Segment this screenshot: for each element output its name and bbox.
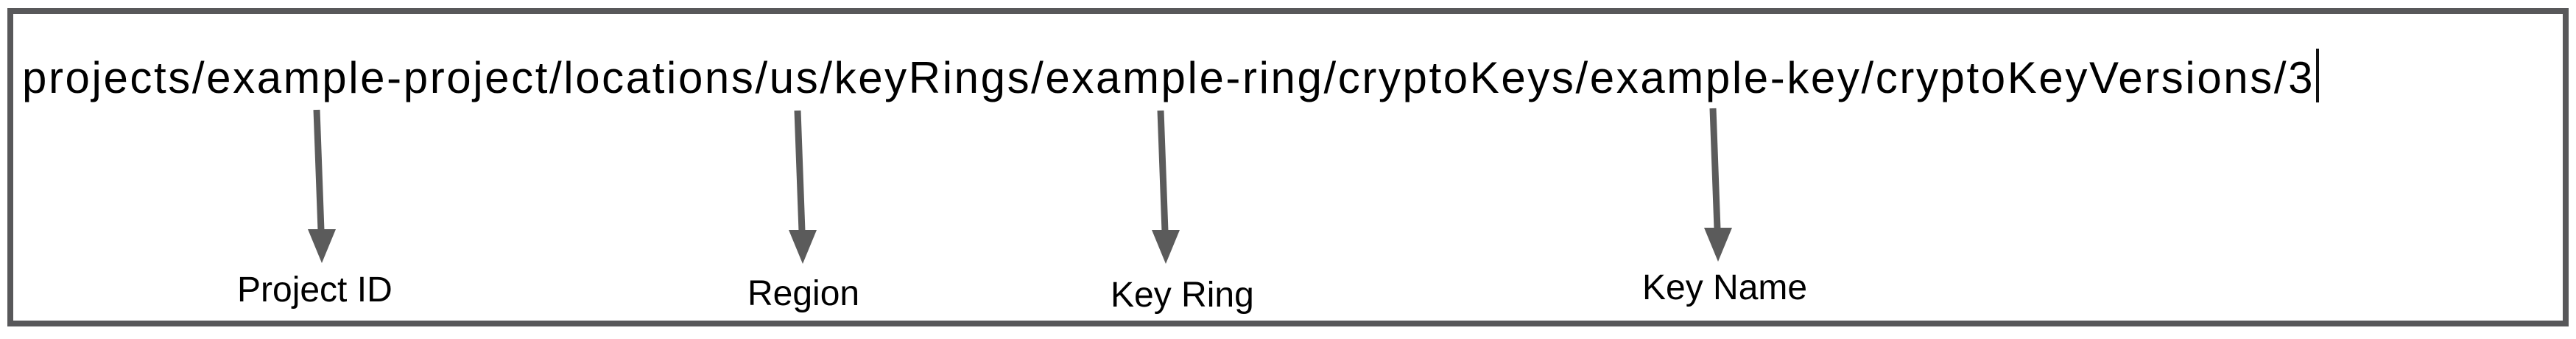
- down-arrow-icon: [1704, 108, 1732, 262]
- resource-path-box: [7, 8, 2569, 326]
- annotation-label-key-ring: Key Ring: [1111, 276, 1254, 315]
- annotation-label-project-id: Project ID: [237, 270, 393, 310]
- resource-path-value: projects/example-project/locations/us/ke…: [22, 53, 2315, 102]
- down-arrow-icon: [1152, 110, 1180, 264]
- annotation-label-region: Region: [747, 274, 860, 313]
- down-arrow-icon: [308, 109, 336, 263]
- annotation-label-key-name: Key Name: [1642, 268, 1808, 307]
- resource-path-text[interactable]: projects/example-project/locations/us/ke…: [22, 49, 2320, 102]
- text-cursor: [2316, 49, 2320, 102]
- down-arrow-icon: [789, 110, 817, 264]
